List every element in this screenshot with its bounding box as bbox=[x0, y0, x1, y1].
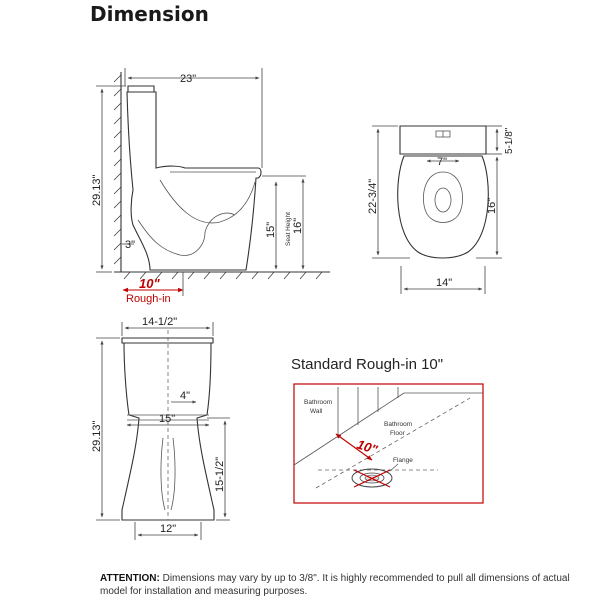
floor-label-1: Bathroom bbox=[384, 421, 412, 428]
tank-top-outline bbox=[399, 125, 487, 155]
wall-gap-label: 3" bbox=[125, 239, 135, 251]
attention-label: ATTENTION: bbox=[100, 573, 160, 584]
floor-label-2: Floor bbox=[390, 430, 406, 437]
wall-label-1: Bathroom bbox=[304, 399, 332, 406]
rough-in-label: Rough-in bbox=[126, 293, 171, 305]
bowl-depth-label: 16" bbox=[486, 198, 498, 214]
flange-label: Flange bbox=[393, 457, 413, 464]
wall-hatch bbox=[113, 72, 122, 272]
rough-in-title: Standard Rough-in 10" bbox=[291, 356, 444, 373]
bowl-height-label: 15" bbox=[265, 222, 277, 238]
top-width-label: 14" bbox=[436, 277, 452, 289]
toilet-side-silhouette bbox=[126, 85, 262, 271]
rough-in-detail-value: 10" bbox=[355, 437, 380, 458]
tank-width-label: 14-1/2" bbox=[142, 316, 177, 328]
attention-note: ATTENTION: Dimensions may vary by up to … bbox=[100, 572, 570, 598]
side-view: 23" 29.13" 16" Seat Height 15" 3" 10" Ro… bbox=[91, 68, 330, 305]
tank-depth-label: 5-1/8" bbox=[504, 127, 515, 154]
side-height-label: 29.13" bbox=[91, 174, 103, 206]
button-offset-label: 7" bbox=[437, 156, 447, 168]
seat-height-label: Seat Height bbox=[285, 212, 292, 246]
tank-front-outline bbox=[121, 337, 214, 344]
top-view: 7" 22-3/4" 5-1/8" 16" 14" bbox=[367, 125, 515, 294]
rough-in-value: 10" bbox=[139, 276, 160, 291]
base-width-label: 12" bbox=[160, 523, 176, 535]
front-height-label: 29.13" bbox=[91, 420, 103, 452]
floor-hatch bbox=[123, 271, 323, 280]
toilet-front-silhouette bbox=[121, 342, 215, 521]
front-offset-label: 4" bbox=[180, 390, 190, 402]
bowl-width-label: 15" bbox=[159, 413, 175, 425]
base-height-label: 15-1/2" bbox=[214, 457, 226, 492]
flange-icon bbox=[351, 468, 393, 488]
rough-in-detail: Bathroom Wall Bathroom Floor 10" Flange bbox=[293, 383, 484, 504]
attention-text: Dimensions may vary by up to 3/8". It is… bbox=[100, 573, 570, 597]
seat-height-value: 16" bbox=[292, 218, 304, 234]
wall-label-2: Wall bbox=[310, 408, 323, 415]
bowl-top-outline bbox=[397, 155, 489, 259]
top-depth-label: 22-3/4" bbox=[367, 179, 379, 214]
page-title: Dimension bbox=[90, 2, 209, 26]
side-width-label: 23" bbox=[180, 73, 196, 85]
front-view: 14-1/2" 29.13" 4" 15" 15-1/2" 12" bbox=[91, 316, 230, 540]
